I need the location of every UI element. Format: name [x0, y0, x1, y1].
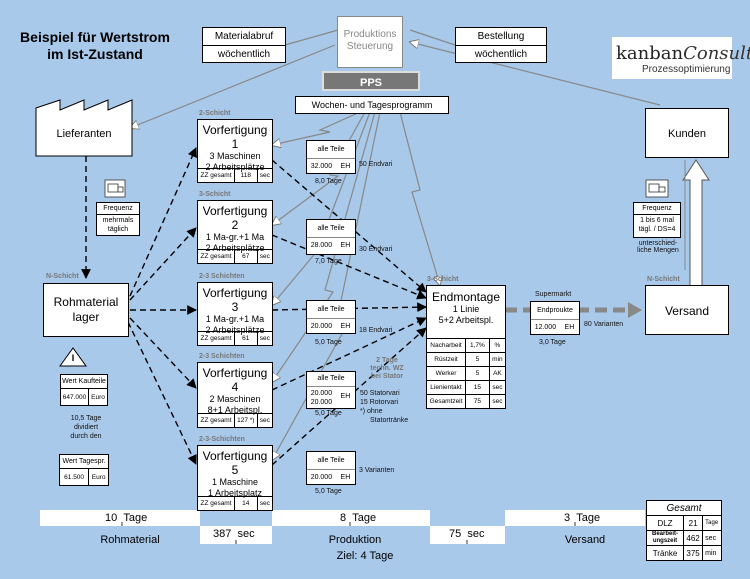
shipping-arrow [682, 159, 710, 287]
gesamt-title: Gesamt [646, 500, 722, 516]
frequenz-right-box: Frequenz 1 bis 6 mal tägl. / DS=4 [633, 202, 681, 238]
timeline-vorfertigung-sec: 387 sec [213, 528, 255, 540]
materialabruf-box: Materialabruf wöchentlich [202, 27, 286, 63]
inventory-4: alle Teile 20.000 20.000 EH [306, 371, 356, 409]
push-arrow-vf3-em [271, 302, 427, 313]
info-line-bestellung [409, 29, 456, 46]
timeline-high-2 [272, 510, 430, 526]
timeline-versand-days: 3 Tage [564, 512, 601, 524]
timeline-endmontage-sec: 75 sec [449, 528, 485, 540]
inventory-3-days: 5,0 Tage [315, 339, 342, 346]
versand-box: Versand [645, 285, 729, 335]
bestellung-box: Bestellung wöchentlich [455, 27, 547, 63]
info-line-vf4 [272, 111, 376, 382]
rohmaterial-shift: N-Schicht [46, 273, 79, 280]
push-arrow-vf1 [129, 147, 197, 297]
inventory-5-days: 5,0 Tage [315, 488, 342, 495]
timeline-label-produktion: Produktion [328, 534, 382, 546]
info-line-vf1 [272, 111, 361, 145]
wert-tagesproduktion-box: Wert Tagespr. 61.500 Euro [59, 454, 109, 486]
frequenz-right-note: unterschied- liche Mengen [637, 240, 679, 254]
timeline-low-2 [430, 526, 505, 544]
timeline-ziel: Ziel: 4 Tage [336, 550, 394, 562]
truck-icon-right [645, 179, 669, 198]
lieferanten-label: Lieferanten [56, 128, 112, 140]
timeline-high-3 [505, 510, 645, 526]
inventory-2-days: 7,0 Tage [315, 258, 342, 265]
supermarkt-label: Supermarkt [535, 291, 572, 298]
vf2-shift: 3-Schicht [199, 191, 231, 198]
vorfertigung-5: Vorfertigung 5 1 Maschine 1 Arbeitsplatz… [197, 445, 273, 511]
page-title: Beispiel für Wertstrom im Ist-Zustand [20, 29, 170, 62]
vf4-shift: 2-3 Schichten [199, 353, 245, 360]
info-line-pps-lieferanten [130, 44, 336, 128]
timeline-low-1 [200, 526, 272, 544]
push-arrow-vf2-em [271, 234, 427, 300]
timeline-rohmaterial-days: 10 Tage [105, 512, 148, 524]
produktionssteuerung-box: Produktions Steuerung [337, 16, 403, 68]
timeline-high-1 [40, 510, 200, 526]
kanbanconsult-logo: kanbanConsult Prozessoptimierung [612, 37, 750, 79]
technical-waiting-note: 2 Tage techn. WZ bei Stator [370, 357, 404, 380]
info-line-endmontage [399, 111, 440, 285]
frequenz-left-box: Frequenz mehrmals täglich [96, 202, 140, 236]
push-arrow-vf4 [129, 317, 197, 389]
versand-shift: N-Schicht [647, 276, 680, 283]
vorfertigung-2: Vorfertigung 2 1 Ma-gr.+1 Ma 2 Arbeitspl… [197, 200, 273, 264]
wert-note: 10,5 Tage dividiert durch den [70, 415, 102, 440]
vf1-shift: 2-Schicht [199, 110, 231, 117]
inventory-1-note: 50 Endvari [359, 161, 393, 168]
push-arrow-vf4-em [271, 317, 427, 391]
inventory-3-note: 18 Endvari [359, 327, 393, 334]
wochenprogramm-box: Wochen- und Tagesprogramm [295, 96, 449, 114]
inventory-triangle [59, 347, 87, 367]
push-arrow-vf2 [129, 227, 197, 301]
vorfertigung-4: Vorfertigung 4 2 Maschinen 8+1 Arbeitspl… [197, 362, 273, 428]
endmontage-box: Endmontage 1 Linie 5+2 Arbeitspl. Nachar… [426, 285, 506, 409]
push-arrow-versand-head [628, 302, 642, 318]
timeline-label-rohmaterial: Rohmaterial [100, 534, 160, 546]
inventory-1-days: 8,0 Tage [315, 178, 342, 185]
timeline-produktion-days: 8 Tage [340, 512, 377, 524]
inventory-4-days: 5,0 Tage [315, 410, 342, 417]
kunden-box: Kunden [645, 108, 729, 158]
inventory-5-note: 3 Varianten [359, 467, 395, 474]
push-arrow-vf5 [127, 321, 197, 465]
inventory-triangle-label: I [71, 353, 75, 363]
vorfertigung-1: Vorfertigung 1 3 Maschinen 2 Arbeitsplät… [197, 119, 273, 183]
supermarkt-days: 3,0 Tage [539, 339, 566, 346]
truck-icon-left [104, 179, 126, 198]
vf3-shift: 2-3 Schichten [199, 273, 245, 280]
pps-label: PPS [322, 71, 420, 91]
wert-kaufteile-box: Wert Kaufteile 647.000 Euro [60, 374, 108, 406]
rohmaterial-box: Rohmaterial lager [43, 283, 129, 337]
vorfertigung-3: Vorfertigung 3 1 Ma-gr.+1 Ma 2 Arbeitspl… [197, 282, 273, 346]
inventory-2-note: 30 Endvari [359, 246, 393, 253]
vf5-shift: 2-3-Schichten [199, 436, 245, 443]
timeline-label-versand: Versand [564, 534, 606, 546]
supermarkt-note: 80 Varianten [584, 321, 624, 328]
supplier-factory-shape [35, 99, 133, 157]
inventory-4-note: 50 Statorvari 15 Rotorvari *) ohne Stato… [360, 390, 409, 424]
endmontage-shift: 3-Schicht [427, 276, 459, 283]
info-line-kunden-pps [410, 42, 661, 106]
info-line-matabruf [284, 29, 339, 46]
